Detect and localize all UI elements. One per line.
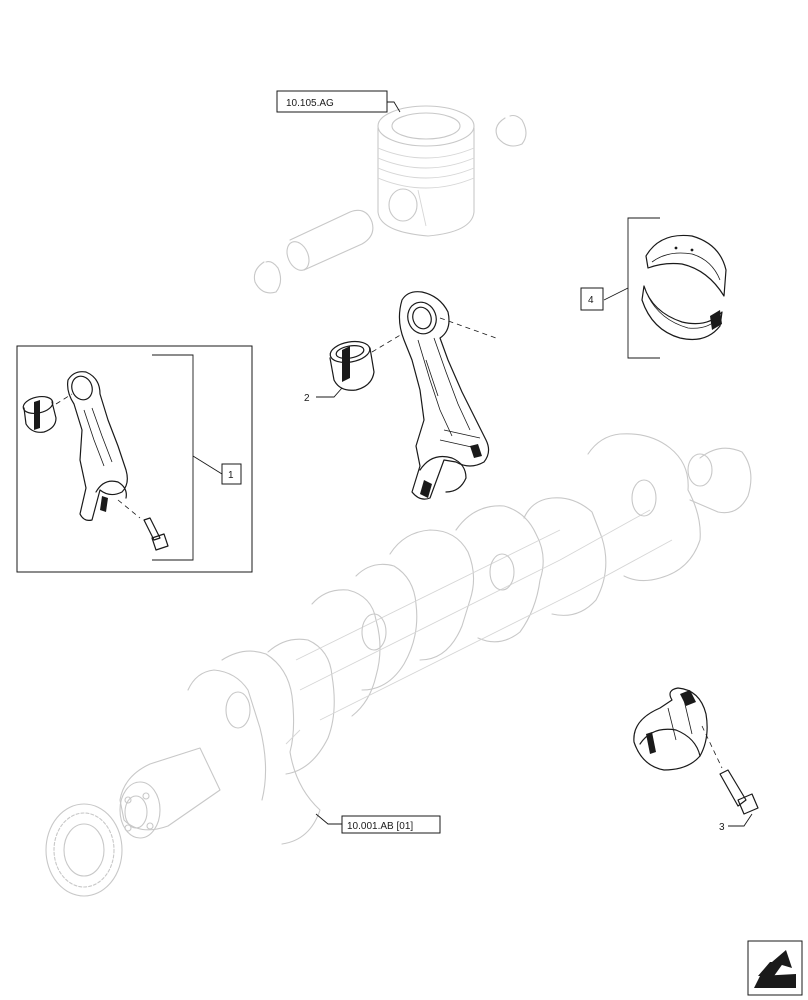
callout-2: 2 <box>304 393 310 404</box>
next-page-arrow-icon[interactable] <box>747 940 803 996</box>
callout-1: 1 <box>228 470 234 481</box>
small-end-bushing <box>316 333 403 398</box>
svg-text:10.105.AG: 10.105.AG <box>286 98 334 109</box>
connecting-rod <box>398 291 497 500</box>
ref-piston[interactable]: 10.105.AG <box>276 90 401 113</box>
crankshaft <box>45 433 752 897</box>
rod-kit-box <box>16 345 253 573</box>
piston-assembly <box>253 105 527 294</box>
rod-cap-and-bolt <box>633 687 759 827</box>
svg-text:10.001.AB [01]: 10.001.AB [01] <box>347 821 413 832</box>
callout-4: 4 <box>588 295 594 306</box>
bearing-shells <box>580 217 727 359</box>
callout-3: 3 <box>719 822 725 833</box>
ref-crankshaft[interactable]: 10.001.AB [01] <box>315 813 441 834</box>
